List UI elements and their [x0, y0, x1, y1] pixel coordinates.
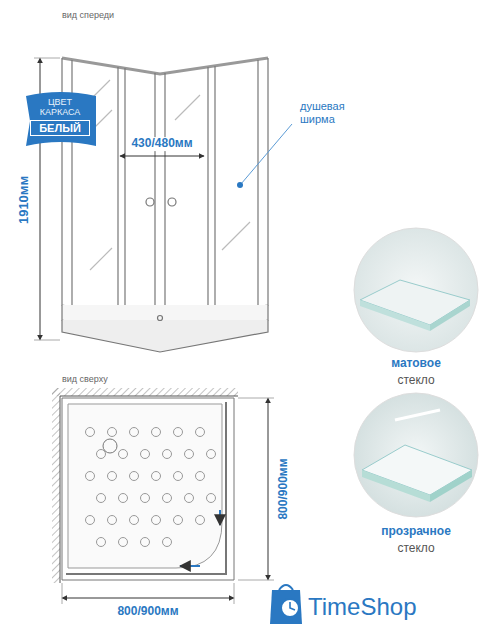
drain-hole — [152, 472, 161, 481]
logo-icon — [270, 585, 302, 624]
drain-hole — [86, 516, 95, 525]
glass-name: матовое — [389, 357, 443, 371]
drain-hole — [97, 494, 106, 503]
top-view — [52, 388, 274, 604]
drain-hole — [174, 428, 183, 437]
drain-hole — [108, 516, 117, 525]
drain-hole — [141, 538, 150, 547]
drain-hole — [97, 450, 106, 459]
drain-hole — [196, 516, 205, 525]
dimension-label: 800/900мм — [115, 605, 180, 619]
badge-caption: ЦВЕТ КАРКАСА — [32, 98, 88, 118]
callout-label: душевая ширма — [300, 100, 380, 125]
glass-name: прозрачное — [379, 525, 453, 539]
frame-color-badge: ЦВЕТ КАРКАСА БЕЛЫЙ — [24, 92, 96, 136]
drain-hole — [163, 494, 172, 503]
drain-hole — [119, 494, 128, 503]
glass-name: стекло — [395, 374, 436, 388]
watermark: TimeShop — [308, 593, 417, 621]
drain-hole — [174, 516, 183, 525]
drain-hole — [141, 450, 150, 459]
drain-hole — [163, 450, 172, 459]
dimension-label: 1910мм — [17, 174, 32, 226]
drain-hole — [86, 472, 95, 481]
drain-hole — [185, 450, 194, 459]
drain-hole — [108, 472, 117, 481]
drain-hole — [207, 494, 216, 503]
drain-hole — [196, 472, 205, 481]
drain-hole — [152, 516, 161, 525]
view-caption: вид спереди — [62, 10, 114, 20]
drain-hole — [119, 450, 128, 459]
dimension-label: 430/480мм — [129, 137, 194, 151]
drain-hole — [130, 516, 139, 525]
drain-hole — [97, 538, 106, 547]
glass-samples — [354, 228, 478, 517]
view-caption: вид сверху — [62, 374, 108, 384]
drain-hole — [163, 538, 172, 547]
badge-value: БЕЛЫЙ — [30, 120, 90, 136]
drain-hole — [119, 538, 128, 547]
glass-name: стекло — [395, 542, 436, 556]
drain-hole — [141, 494, 150, 503]
dimension-label: 800/900мм — [277, 456, 291, 521]
drain-hole — [207, 450, 216, 459]
drain-hole — [196, 428, 205, 437]
drain-hole — [130, 472, 139, 481]
drain-hole — [152, 428, 161, 437]
drain-hole — [86, 428, 95, 437]
drain-hole — [108, 428, 117, 437]
drain-hole — [174, 472, 183, 481]
drain-hole — [130, 428, 139, 437]
drain-hole — [185, 494, 194, 503]
